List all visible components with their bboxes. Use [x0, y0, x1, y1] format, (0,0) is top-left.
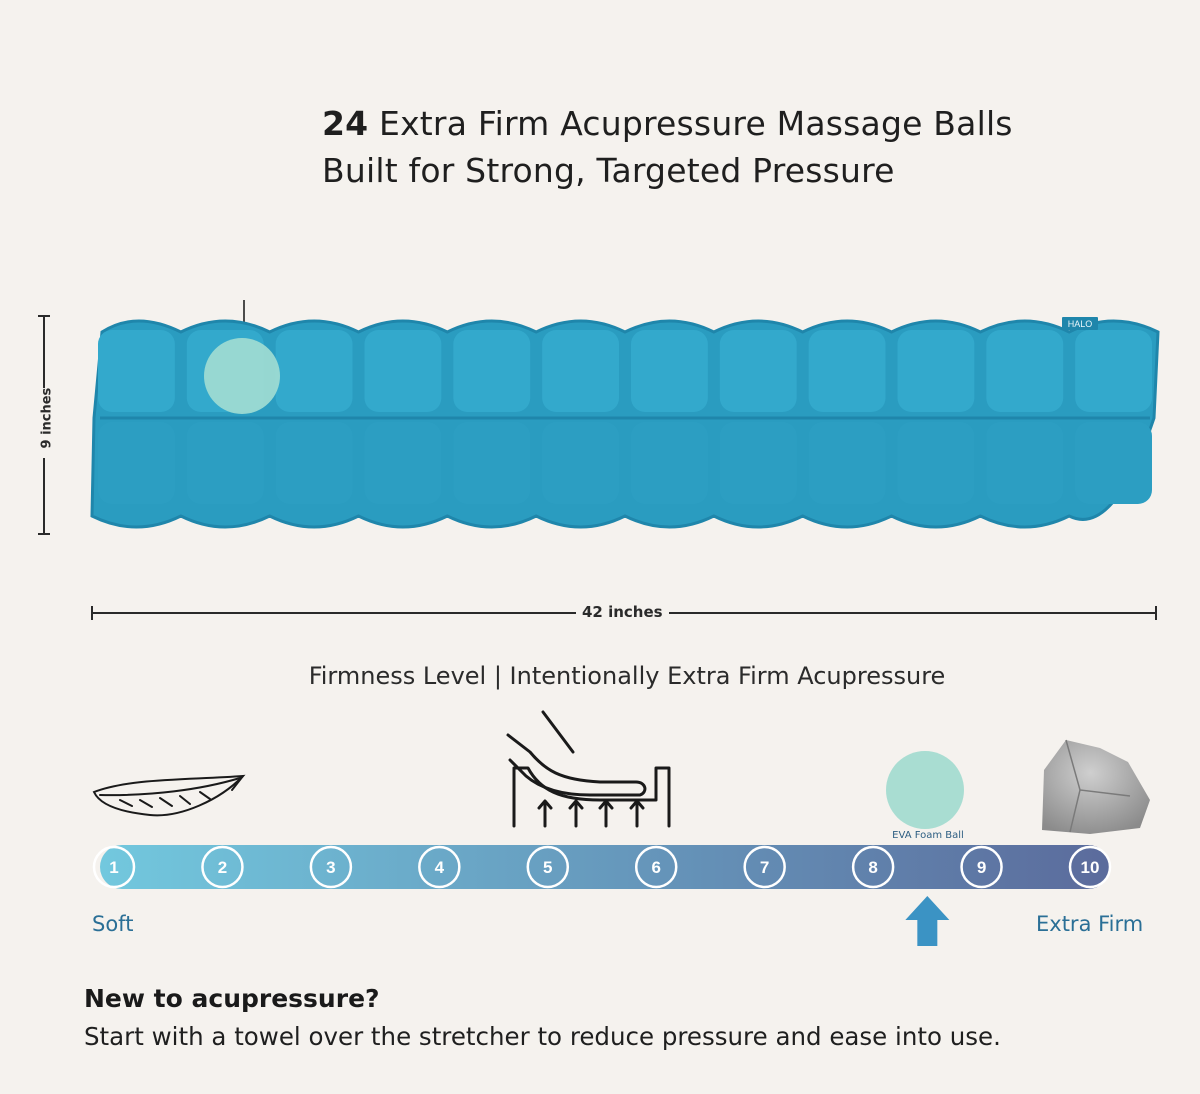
mat-pocket — [808, 330, 886, 412]
level-marker-2 — [201, 845, 244, 889]
mat-pocket — [719, 422, 797, 504]
firmness-title: Firmness Level | Intentionally Extra Fir… — [308, 662, 946, 690]
level-marker-7 — [743, 845, 786, 889]
mat-pocket — [986, 422, 1064, 504]
acupressure-mat: HALO — [90, 317, 1160, 529]
level-label-1: 1 — [109, 858, 118, 877]
height-dimension — [38, 315, 50, 535]
ball-count: 24 — [322, 104, 369, 143]
mat-pocket — [897, 330, 975, 412]
headline-line-1: 24 Extra Firm Acupressure Massage Balls — [322, 100, 1013, 147]
mat-pocket — [364, 422, 442, 504]
mat-pocket — [631, 422, 708, 504]
tip-title: New to acupressure? — [84, 984, 380, 1013]
mat-pocket — [275, 330, 353, 412]
eva-foam-ball-label: EVA Foam Ball — [892, 830, 964, 841]
mat-pocket — [275, 422, 353, 504]
rock-icon — [1042, 739, 1150, 834]
level-marker-6 — [634, 845, 678, 889]
level-marker-4 — [418, 845, 461, 889]
level-marker-5 — [526, 845, 570, 889]
massage-ball — [204, 338, 280, 414]
headline: 24 Extra Firm Acupressure Massage Balls … — [322, 100, 1013, 194]
product-level-arrow — [905, 896, 950, 946]
level-label-2: 2 — [218, 858, 227, 877]
brand-tag — [1062, 317, 1098, 330]
mat-pocket — [631, 330, 708, 412]
level-marker-8 — [851, 845, 895, 889]
mat-pocket — [1075, 330, 1152, 412]
level-markers: 1 2 3 4 5 6 7 8 9 10 — [92, 845, 1112, 889]
mat-pocket — [719, 330, 797, 412]
mat-pocket — [453, 422, 531, 504]
eva-foam-ball-icon — [886, 751, 964, 829]
firmness-scale: 1 2 3 4 5 6 7 8 9 10 — [92, 710, 1150, 946]
brand-tag-text: HALO — [1068, 319, 1093, 329]
mat-pocket — [98, 330, 175, 412]
level-label-8: 8 — [868, 858, 877, 877]
mat-pocket — [542, 422, 619, 504]
mat-pocket — [453, 330, 531, 412]
mat-cells — [98, 330, 1152, 504]
extra-firm-label: Extra Firm — [1036, 912, 1144, 936]
level-label-5: 5 — [543, 858, 552, 877]
mat-pocket — [186, 422, 264, 504]
headline-line-1-text: Extra Firm Acupressure Massage Balls — [368, 104, 1013, 143]
level-label-4: 4 — [435, 858, 445, 877]
level-label-9: 9 — [977, 858, 986, 877]
mat-pocket — [986, 330, 1064, 412]
mat-pocket — [808, 422, 886, 504]
firmness-bar — [100, 845, 1110, 889]
level-marker-10 — [1068, 845, 1112, 889]
level-label-7: 7 — [760, 858, 769, 877]
level-marker-1 — [92, 845, 136, 889]
level-label-10: 10 — [1081, 858, 1100, 877]
mat-pocket — [542, 330, 619, 412]
height-label: 9 inches — [39, 387, 55, 449]
foot-on-mattress-icon — [506, 710, 671, 828]
width-label: 42 inches — [576, 603, 669, 621]
soft-label: Soft — [92, 912, 134, 936]
headline-line-2: Built for Strong, Targeted Pressure — [322, 151, 895, 190]
mat-pocket — [98, 422, 175, 504]
tip-body: Start with a towel over the stretcher to… — [84, 1022, 1001, 1051]
mat-pocket — [897, 422, 975, 504]
mat-pocket — [364, 330, 442, 412]
level-marker-3 — [309, 845, 353, 889]
feather-icon — [92, 774, 246, 817]
level-label-6: 6 — [651, 858, 660, 877]
mat-pocket — [1075, 422, 1152, 504]
level-marker-9 — [960, 845, 1003, 889]
level-label-3: 3 — [326, 858, 335, 877]
product-illustration: HALO — [38, 300, 1160, 620]
